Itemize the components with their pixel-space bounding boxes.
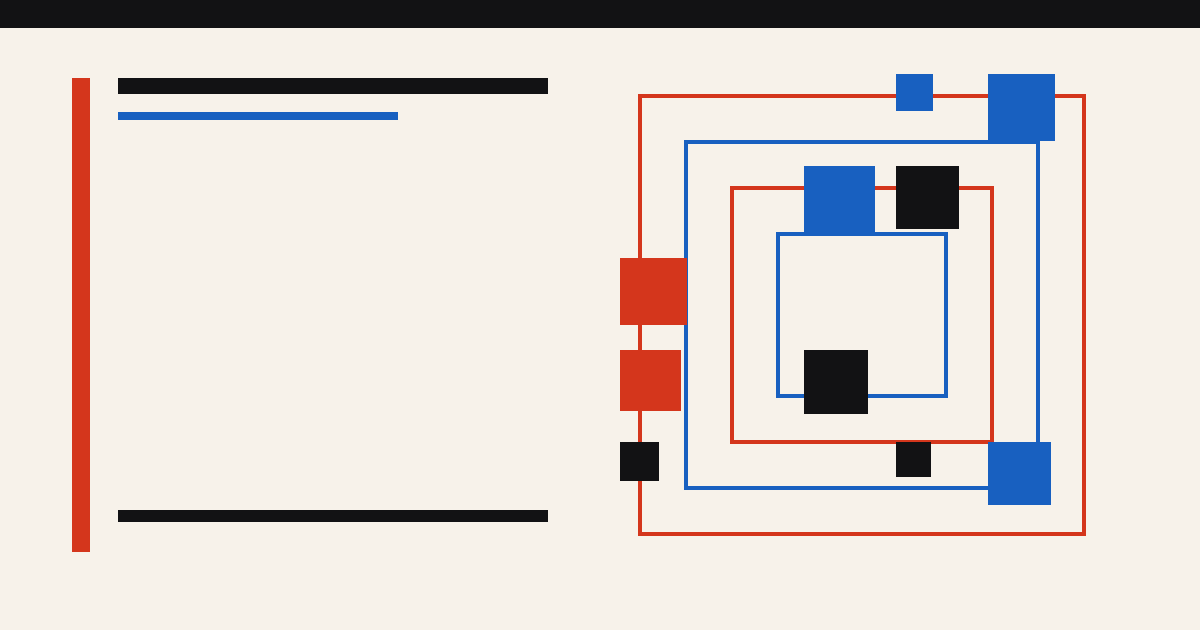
block-black-left-small [620, 442, 659, 481]
block-blue-top-right [988, 74, 1055, 141]
footer-rule [118, 510, 548, 522]
block-blue-bottom-right [988, 442, 1051, 505]
block-black-upper [896, 166, 959, 229]
top-bar [0, 0, 1200, 28]
side-accent-rule [72, 78, 90, 552]
block-black-center [804, 350, 868, 414]
block-red-left-lower [620, 350, 681, 411]
block-blue-top-small [896, 74, 933, 111]
block-red-left-upper [620, 258, 687, 325]
subheading-rule [118, 112, 398, 120]
block-black-bottom-small [896, 442, 931, 477]
block-blue-upper-center [804, 166, 875, 236]
heading-rule [118, 78, 548, 94]
